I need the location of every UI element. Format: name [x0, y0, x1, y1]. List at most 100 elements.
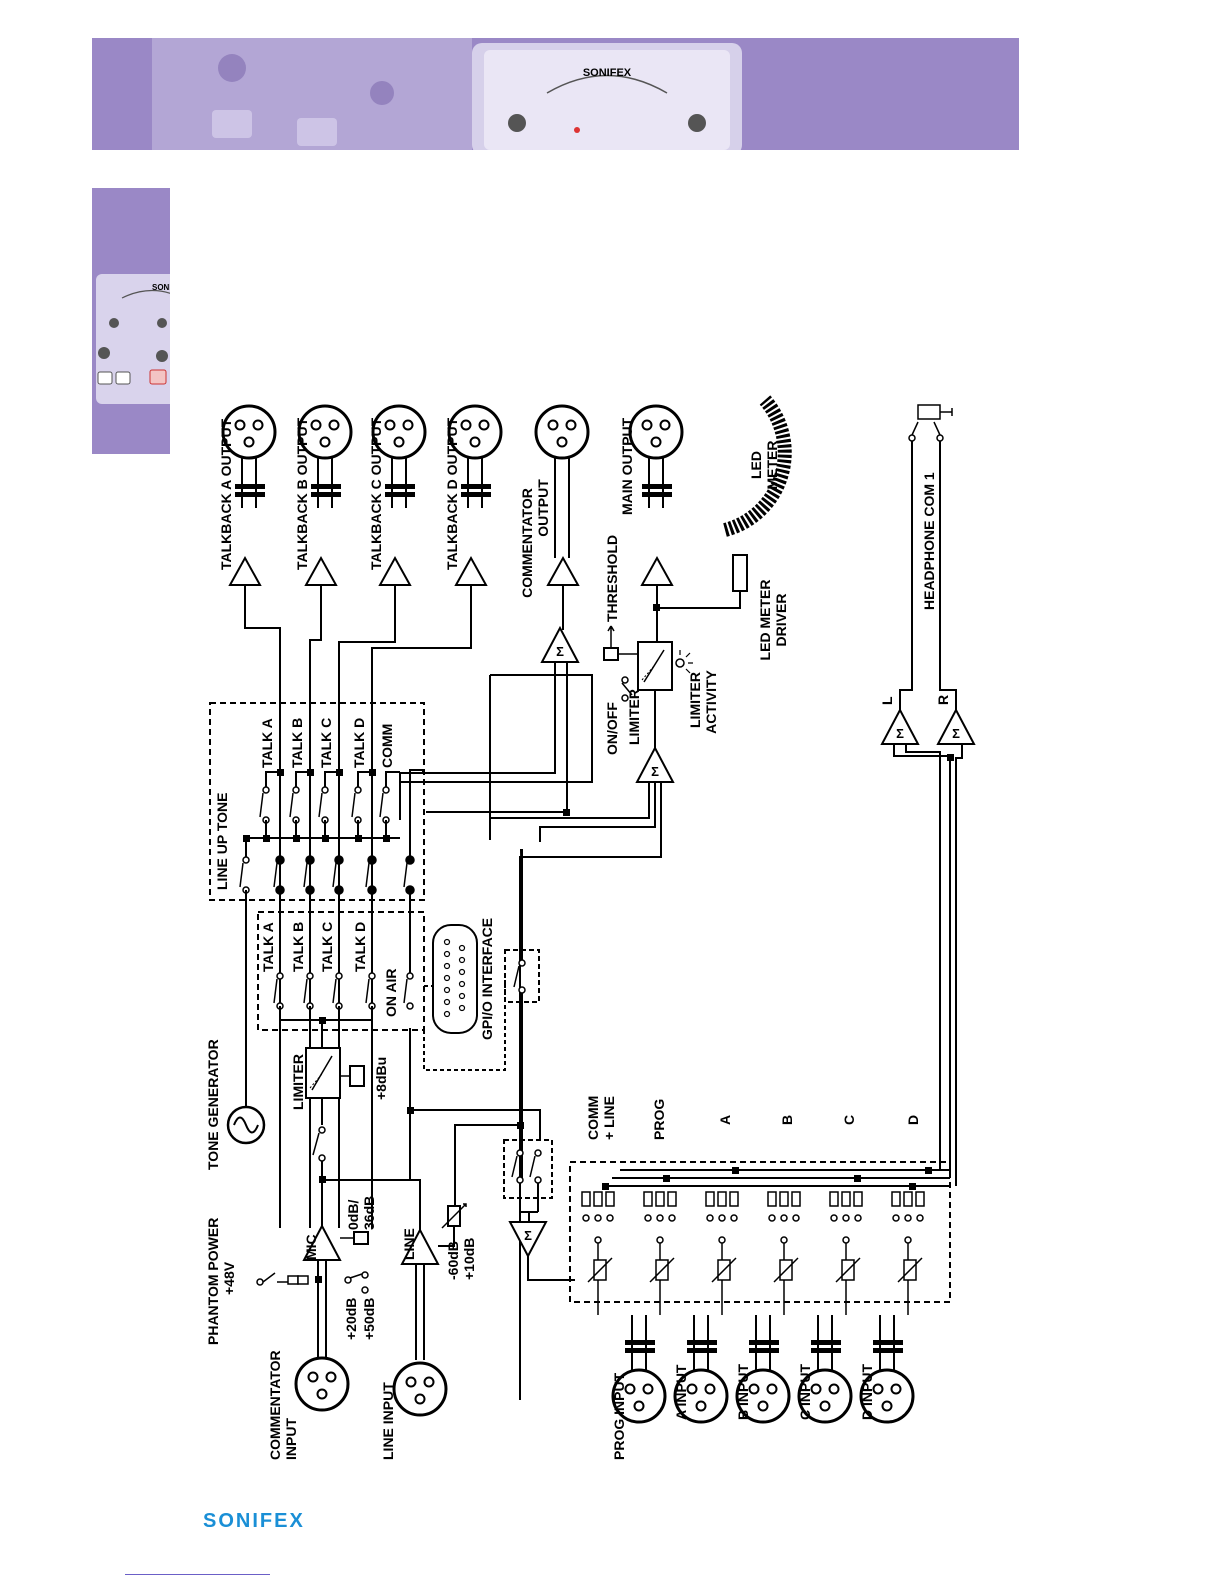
mic-gain-range-switch-icon[interactable]	[344, 1271, 369, 1294]
bus-a-label: A	[717, 1115, 733, 1125]
header-device-photo: SONIFEX	[92, 38, 1019, 150]
headphone-com1-label: HEADPHONE COM 1	[921, 472, 937, 610]
bus-d-label: D	[905, 1115, 921, 1125]
svg-text:Σ: Σ	[524, 1228, 532, 1243]
line-up-tone-switch-group	[209, 702, 425, 901]
gpio-interface-connector-icon	[432, 924, 478, 1034]
channel-a-strip[interactable]	[643, 1191, 677, 1283]
comm-top-label: COMM	[379, 724, 395, 768]
talkback-a-output-label: TALKBACK A OUTPUT	[218, 418, 234, 570]
limiter-activity-label-2: ACTIVITY	[703, 669, 719, 733]
talkback-b-output-label: TALKBACK B OUTPUT	[294, 417, 310, 570]
mic-label: MIC	[303, 1234, 319, 1260]
headphone-jack-icon	[908, 404, 953, 442]
line-gain-label-2: +10dB	[461, 1238, 477, 1280]
led-meter-driver-label-1: LED METER	[757, 580, 773, 661]
input-mix-switches[interactable]	[511, 1149, 542, 1184]
prog-input-label: PROG INPUT	[611, 1372, 627, 1460]
tone-generator-label: TONE GENERATOR	[205, 1039, 221, 1170]
a-input-label: A INPUT	[673, 1364, 689, 1420]
line-gain-label-1: -60dB	[445, 1241, 461, 1280]
line-gain-pot-icon[interactable]	[441, 1203, 467, 1229]
channel-b-strip[interactable]	[705, 1191, 739, 1283]
headphone-r-amp-icon: Σ	[936, 707, 976, 745]
c-input-label: C INPUT	[797, 1364, 813, 1420]
line-label: LINE	[401, 1228, 417, 1260]
svg-text:Σ: Σ	[896, 726, 904, 741]
led-meter-icon	[723, 395, 792, 537]
footer-logo: SONIFEX	[203, 1510, 305, 1532]
svg-text:Σ: Σ	[651, 764, 659, 779]
prog-label: PROG	[651, 1099, 667, 1140]
led-meter-label-2: METER	[764, 441, 780, 490]
main-output-label: MAIN OUTPUT	[619, 417, 635, 515]
commentator-input-label-2: INPUT	[283, 1418, 299, 1460]
talk-b-top-label: TALK B	[289, 718, 305, 768]
commentator-output-xlr-icon	[534, 404, 590, 460]
input-mix-switch-box	[503, 1139, 553, 1199]
main-mix-amplifier-icon: Σ	[635, 745, 675, 783]
input-transformer-icons	[625, 1340, 903, 1353]
talkback-d-output-label: TALKBACK D OUTPUT	[444, 417, 460, 570]
side-tab-device-photo: SONIFEX	[92, 188, 170, 454]
tone-generator-icon	[226, 1105, 266, 1145]
mic-gain-0db-36db-icon[interactable]	[353, 1231, 369, 1245]
limiter-activity-led-icon	[675, 650, 693, 674]
input-mix-amplifier-icon: Σ	[508, 1221, 548, 1259]
input-channel-routing-box	[569, 1161, 951, 1303]
headphone-r-label: R	[935, 695, 951, 705]
limiter-activity-label-1: LIMITER	[687, 672, 703, 728]
headphone-l-label: L	[879, 696, 895, 705]
talk-b-low-label: TALK B	[290, 922, 306, 972]
svg-text:Σ: Σ	[556, 644, 564, 659]
talkback-c-output-label: TALKBACK C OUTPUT	[368, 417, 384, 570]
threshold-label: THRESHOLD	[604, 535, 620, 622]
led-meter-driver-label-2: DRIVER	[773, 594, 789, 647]
commentator-output-label-1: COMMENTATOR	[519, 488, 535, 598]
headphone-l-amp-icon: Σ	[880, 707, 920, 745]
line-input-label: LINE INPUT	[380, 1382, 396, 1460]
threshold-control-icon	[603, 647, 619, 661]
line-up-tone-switches[interactable]	[239, 855, 415, 895]
main-limiter-icon	[637, 641, 673, 691]
phantom-power-label-2: +48V	[221, 1261, 237, 1295]
gain-0db-label-1: 0dB/	[345, 1200, 361, 1230]
phantom-power-switch-icon[interactable]	[256, 1272, 309, 1286]
comm-line-label-1: COMM	[585, 1096, 601, 1140]
gain-50db-label: +50dB	[361, 1298, 377, 1340]
channel-prog-strip[interactable]	[581, 1191, 615, 1283]
mic-limiter-bypass-switch-icon[interactable]	[312, 1126, 326, 1162]
limiter-on-off-switch-icon[interactable]	[621, 676, 633, 702]
gain-20db-label: +20dB	[343, 1298, 359, 1340]
channel-d-strip[interactable]	[829, 1191, 863, 1283]
channel-e-strip[interactable]	[891, 1191, 925, 1283]
limiter-main-label: LIMITER	[626, 689, 642, 745]
gpio-interface-label: GPI/O INTERFACE	[479, 918, 495, 1040]
talk-a-low-label: TALK A	[260, 922, 276, 972]
line-up-tone-label: LINE UP TONE	[214, 792, 230, 890]
side-tab-brand-text: SONIFEX	[152, 283, 170, 292]
gain-0db-label-2: 36dB	[361, 1196, 377, 1230]
svg-text:Σ: Σ	[952, 726, 960, 741]
line-input-xlr-icon	[392, 1361, 448, 1417]
block-diagram: Σ Σ	[205, 395, 976, 1460]
header-brand-text: SONIFEX	[583, 67, 632, 79]
on-off-label: ON/OFF	[604, 702, 620, 755]
phantom-power-label-1: PHANTOM POWER	[205, 1218, 221, 1345]
on-air-label: ON AIR	[383, 969, 399, 1017]
mic-limiter-threshold-icon	[349, 1065, 365, 1087]
commentator-output-label-2: OUTPUT	[535, 479, 551, 537]
talk-a-top-label: TALK A	[259, 718, 275, 768]
channel-c-strip[interactable]	[767, 1191, 801, 1283]
limiter-mic-label: LIMITER	[290, 1054, 306, 1110]
output-transformer-icons	[235, 484, 672, 497]
commentator-input-label-1: COMMENTATOR	[267, 1350, 283, 1460]
b-input-label: B INPUT	[735, 1364, 751, 1420]
talk-c-low-label: TALK C	[319, 922, 335, 972]
commentator-input-xlr-icon	[294, 1356, 350, 1412]
comm-line-label-2: + LINE	[601, 1096, 617, 1140]
footer-rule	[125, 1574, 270, 1575]
talk-on-air-switch-group	[257, 911, 425, 1031]
header-banner: SONIFEX	[92, 38, 1019, 150]
side-tab: SONIFEX	[92, 188, 170, 454]
